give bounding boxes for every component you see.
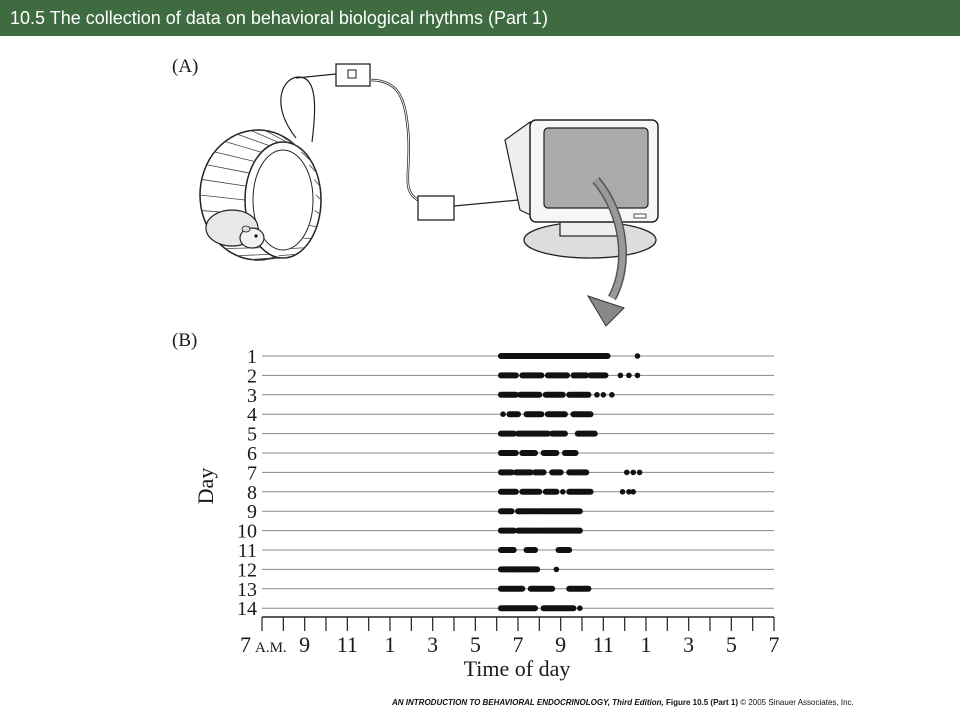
wheel-rung xyxy=(290,247,305,249)
wheel-rung xyxy=(314,210,321,215)
wheel-rung xyxy=(224,141,262,153)
activity-dot xyxy=(553,566,560,573)
wheel-rung xyxy=(250,130,279,143)
activity-dot xyxy=(619,489,626,495)
slide-title: 10.5 The collection of data on behaviora… xyxy=(10,8,548,28)
day-label: 12 xyxy=(237,559,257,581)
footer-figure: Figure 10.5 (Part 1) xyxy=(665,698,738,707)
footer-copyright: © 2005 Sinauer Associates, Inc. xyxy=(740,698,854,707)
activity-dot xyxy=(626,489,632,495)
wheel-rung xyxy=(237,133,270,147)
wheel-rung xyxy=(214,151,255,162)
activity-dot xyxy=(636,469,643,476)
activity-dot xyxy=(600,392,607,398)
wheel-rung xyxy=(309,224,317,228)
wheel-rung xyxy=(314,179,321,187)
wheel-rung xyxy=(199,194,246,201)
activity-marks xyxy=(497,353,643,612)
day-label: 9 xyxy=(247,501,257,523)
activity-dot xyxy=(634,372,641,379)
interface-box xyxy=(417,195,455,221)
x-tick-label: 1 xyxy=(385,632,396,657)
x-tick-label: 5 xyxy=(726,632,737,657)
activity-dot xyxy=(634,353,641,359)
day-label: 7 xyxy=(247,462,257,484)
activity-dot xyxy=(609,392,615,398)
footer-citation: AN INTRODUCTION TO BEHAVIORAL ENDOCRINOL… xyxy=(392,698,932,707)
activity-dot xyxy=(624,469,630,476)
arrow-to-graph xyxy=(586,177,627,327)
day-label: 13 xyxy=(237,579,257,601)
wheel-rung xyxy=(315,194,322,201)
sensor-box xyxy=(335,63,371,87)
cable xyxy=(369,78,419,202)
day-label: 2 xyxy=(247,365,257,387)
activity-dot xyxy=(617,372,624,379)
x-axis-label: Time of day xyxy=(464,656,571,681)
x-tick-label: 7 xyxy=(513,632,524,657)
panel-b-label: (B) xyxy=(172,330,198,351)
x-tick-label: 3 xyxy=(427,632,438,657)
x-tick-label: 11 xyxy=(337,632,358,657)
footer-book: AN INTRODUCTION TO BEHAVIORAL ENDOCRINOL… xyxy=(392,698,664,707)
day-label: 14 xyxy=(237,598,257,620)
wheel-rung xyxy=(278,253,297,257)
x-tick-label: 3 xyxy=(683,632,694,657)
x-tick-label-am: A.M. xyxy=(255,640,287,656)
title-bar: 10.5 The collection of data on behaviora… xyxy=(0,0,960,36)
y-axis-label: Day xyxy=(193,468,218,505)
activity-dot xyxy=(577,605,583,611)
day-label: 5 xyxy=(247,424,257,446)
wheel-rung xyxy=(290,141,305,153)
x-tick-label: 7 xyxy=(240,632,251,657)
wheel-rung xyxy=(264,130,288,143)
day-label: 3 xyxy=(247,385,257,407)
activity-dot xyxy=(630,469,636,476)
x-tick-label: 9 xyxy=(299,632,310,657)
activity-dot xyxy=(560,489,566,495)
x-tick-label: 9 xyxy=(555,632,566,657)
day-label: 4 xyxy=(247,404,257,426)
wheel-rung xyxy=(309,164,317,174)
wheel-rung xyxy=(264,257,288,260)
day-label: 6 xyxy=(247,443,257,465)
wheel-rung xyxy=(237,253,270,257)
day-label: 8 xyxy=(247,482,257,504)
activity-dot xyxy=(594,392,600,398)
day-label: 10 xyxy=(237,521,257,543)
wheel-rung xyxy=(250,257,279,260)
activity-dot xyxy=(626,372,632,379)
x-tick-label: 11 xyxy=(593,632,614,657)
panel-a-label: (A) xyxy=(172,56,199,77)
wheel-rung xyxy=(301,151,312,162)
x-tick-label: 1 xyxy=(641,632,652,657)
activity-dot xyxy=(630,489,636,495)
hamster-wheel-illustration xyxy=(199,73,337,261)
x-tick-label: 5 xyxy=(470,632,481,657)
computer-monitor-illustration xyxy=(504,119,659,259)
activity-dot xyxy=(500,411,506,418)
day-label: 11 xyxy=(238,540,257,562)
wheel-rung xyxy=(201,179,247,187)
day-label: 1 xyxy=(247,346,257,368)
wheel-rung xyxy=(206,164,250,174)
x-tick-label: 7 xyxy=(769,632,780,657)
x-axis xyxy=(261,616,775,631)
